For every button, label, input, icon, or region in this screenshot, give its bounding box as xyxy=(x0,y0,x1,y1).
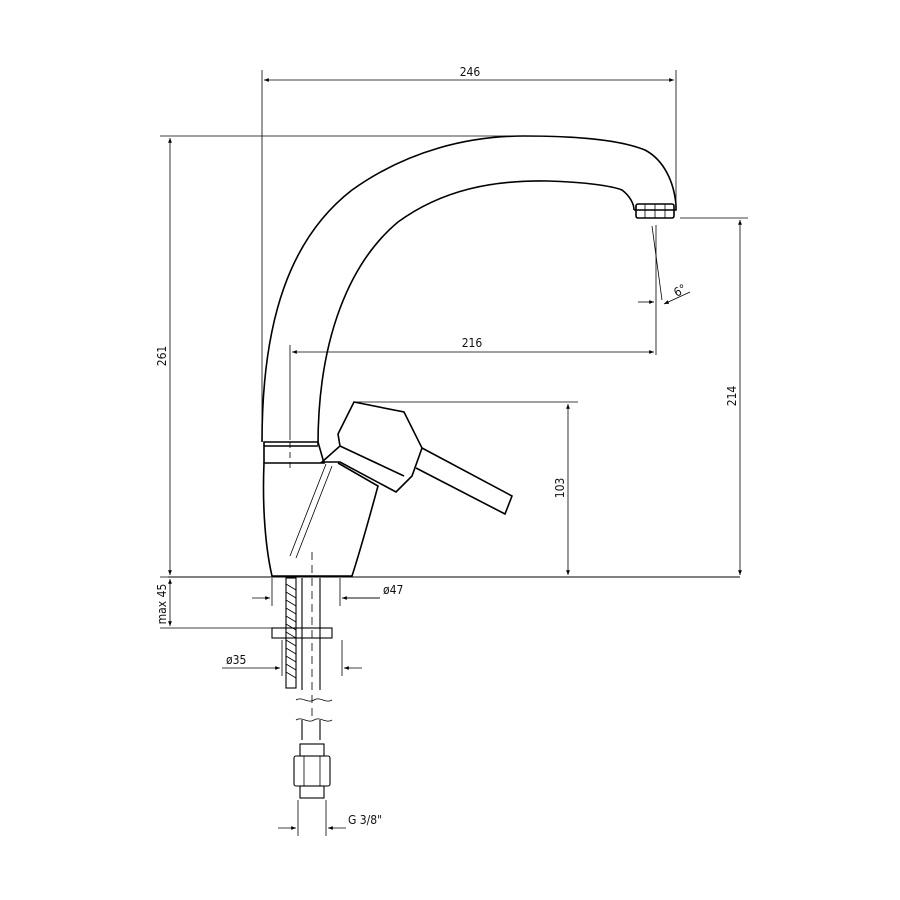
lever-rod xyxy=(415,447,514,516)
break-mark-bottom xyxy=(295,718,333,722)
spout-collar xyxy=(263,441,326,464)
mounting-assembly xyxy=(168,576,740,799)
dim-hole-diameter: ø35 xyxy=(226,653,246,667)
threaded-rod xyxy=(285,577,297,689)
spout-inner xyxy=(317,180,635,446)
dim-spout-reach: 216 xyxy=(462,336,483,350)
hex-nut xyxy=(293,755,331,787)
dimension-labels: 246 216 261 214 103 6° max 45 ø47 ø35 G … xyxy=(155,65,739,827)
dim-outlet-height: 214 xyxy=(725,386,739,407)
break-mark-top xyxy=(295,698,333,702)
dimension-lines xyxy=(160,70,748,836)
faucet-body xyxy=(262,462,379,577)
faucet-outline xyxy=(261,135,677,720)
dim-overall-width: 246 xyxy=(460,65,481,79)
dim-overall-height: 261 xyxy=(155,346,169,367)
dim-max-thickness: max 45 xyxy=(155,584,169,625)
dim-base-diameter: ø47 xyxy=(383,583,403,597)
mounting-plate xyxy=(271,627,333,639)
spout-outer xyxy=(261,135,677,443)
dim-spout-angle: 6° xyxy=(671,281,689,299)
hose-connector xyxy=(299,743,325,757)
dim-connection-thread: G 3/8" xyxy=(348,813,382,827)
spout-tip xyxy=(634,205,677,211)
dim-lever-height: 103 xyxy=(553,478,567,499)
lever-handle xyxy=(319,401,423,493)
